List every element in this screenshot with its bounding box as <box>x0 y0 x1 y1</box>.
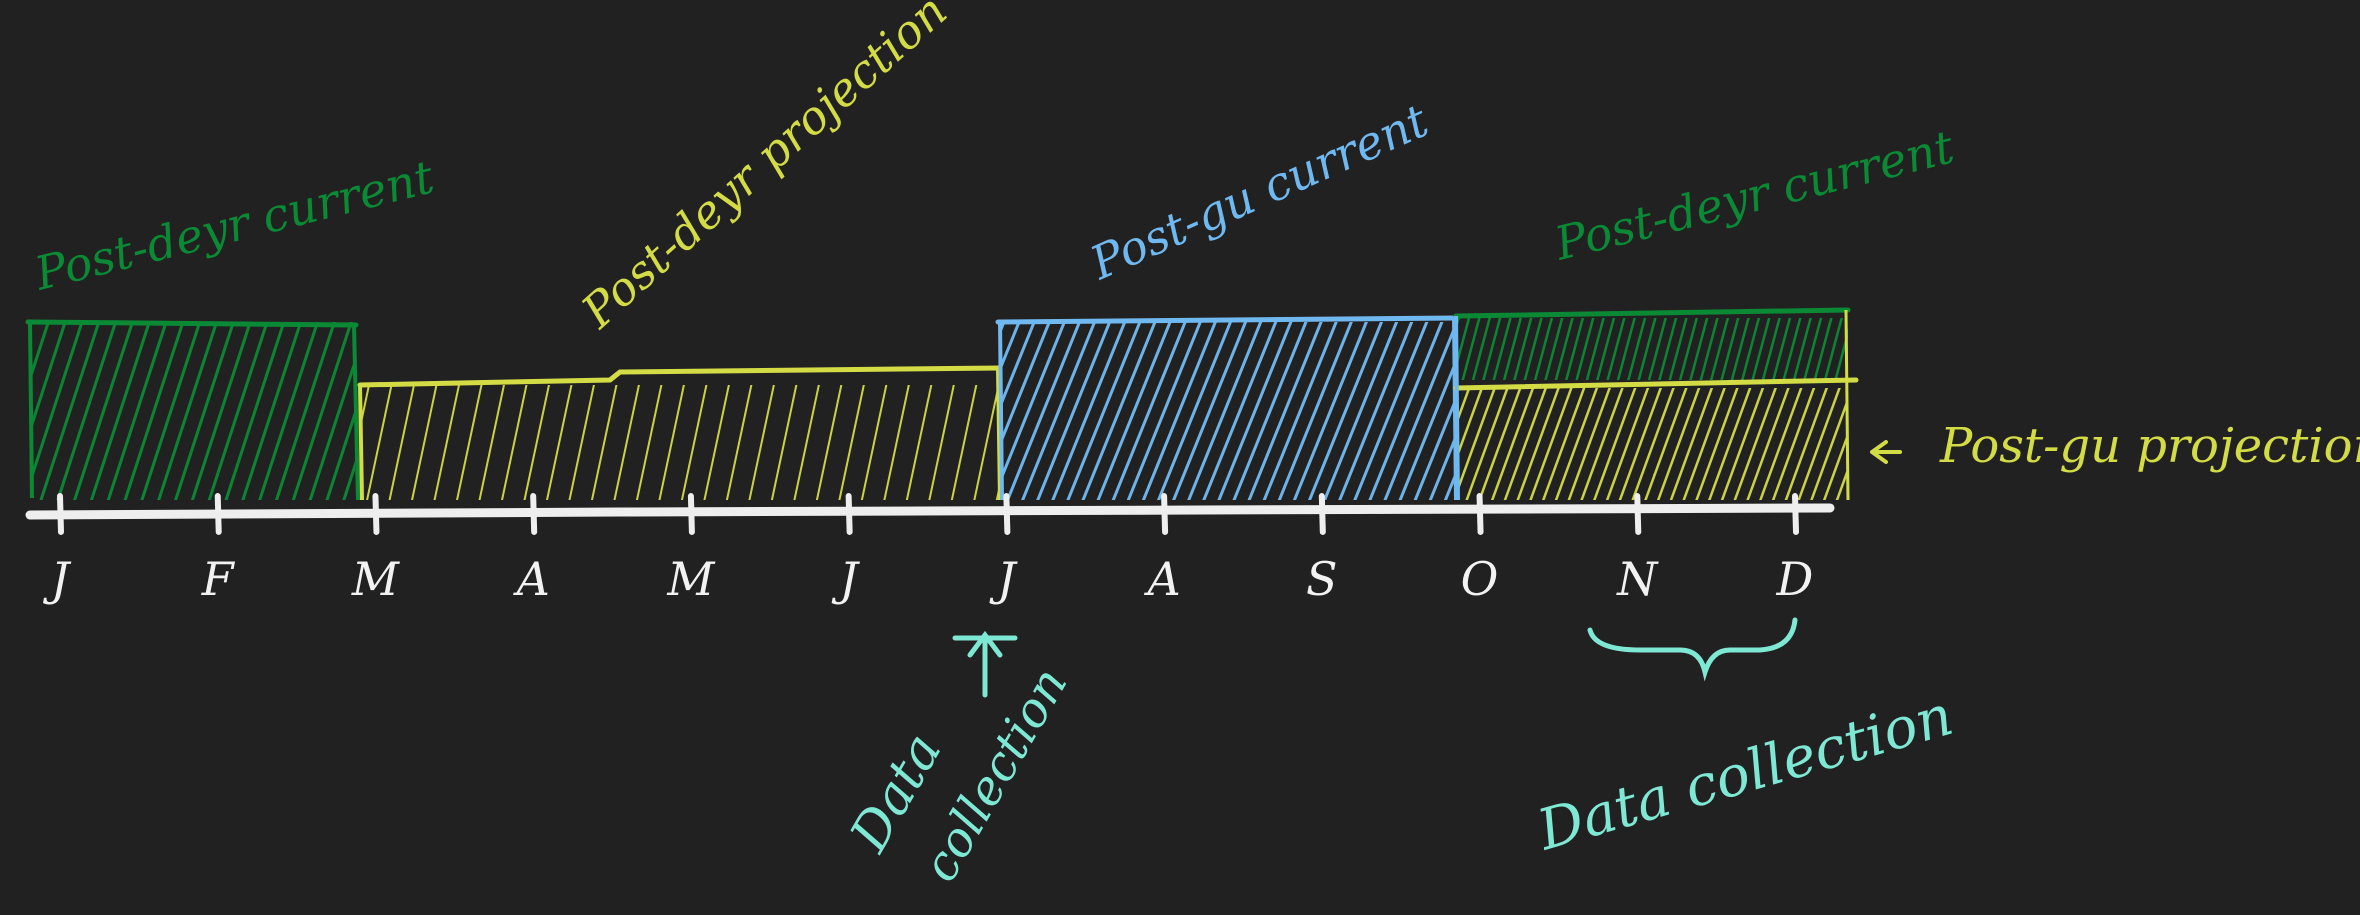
data-collection-nov-dec: Data collection <box>1530 617 1960 864</box>
label-post-deyr-projection: Post-deyr projection <box>570 0 957 339</box>
month-label: N <box>1616 552 1659 606</box>
axis-tick <box>1318 493 1326 535</box>
month-label: J <box>43 552 72 606</box>
axis-tick <box>372 493 380 535</box>
axis-tick <box>214 493 222 535</box>
month-label: M <box>351 552 401 606</box>
axis-tick <box>1634 493 1642 535</box>
month-label: O <box>1461 552 1499 606</box>
month-label: S <box>1306 552 1338 606</box>
axis-tick <box>1161 493 1169 535</box>
axis-tick <box>530 493 538 535</box>
curly-brace-icon <box>1587 617 1798 682</box>
arrow-up-icon <box>952 630 1018 698</box>
month-label: J <box>831 552 860 606</box>
period-post-deyr-current-2: Post-deyr current <box>1453 119 1960 380</box>
period-post-gu-projection: Post-gu projection <box>1453 309 2360 501</box>
month-label: J <box>989 552 1018 606</box>
axis-tick <box>687 493 695 535</box>
month-label: A <box>513 552 550 606</box>
month-label: M <box>666 552 716 606</box>
label-post-deyr-current-1: Post-deyr current <box>29 149 440 301</box>
period-post-gu-current: Post-gu current <box>995 93 1459 501</box>
label-post-gu-projection: Post-gu projection <box>1939 418 2360 474</box>
label-post-gu-current: Post-gu current <box>1082 93 1437 291</box>
period-post-deyr-projection: Post-deyr projection <box>357 0 1003 501</box>
axis-tick <box>1792 493 1799 535</box>
month-label: F <box>201 552 236 606</box>
data-collection-nov-dec-label: Data collection <box>1530 683 1960 864</box>
axis-tick <box>845 493 853 535</box>
month-label: A <box>1143 552 1180 606</box>
axis-tick <box>57 493 64 535</box>
label-post-deyr-current-2: Post-deyr current <box>1549 119 1960 271</box>
month-label: D <box>1776 552 1814 606</box>
axis-tick <box>1476 493 1484 535</box>
arrow-left-icon <box>1870 440 1902 464</box>
axis-tick <box>1003 493 1011 535</box>
data-collection-july: Data collection <box>839 630 1079 891</box>
